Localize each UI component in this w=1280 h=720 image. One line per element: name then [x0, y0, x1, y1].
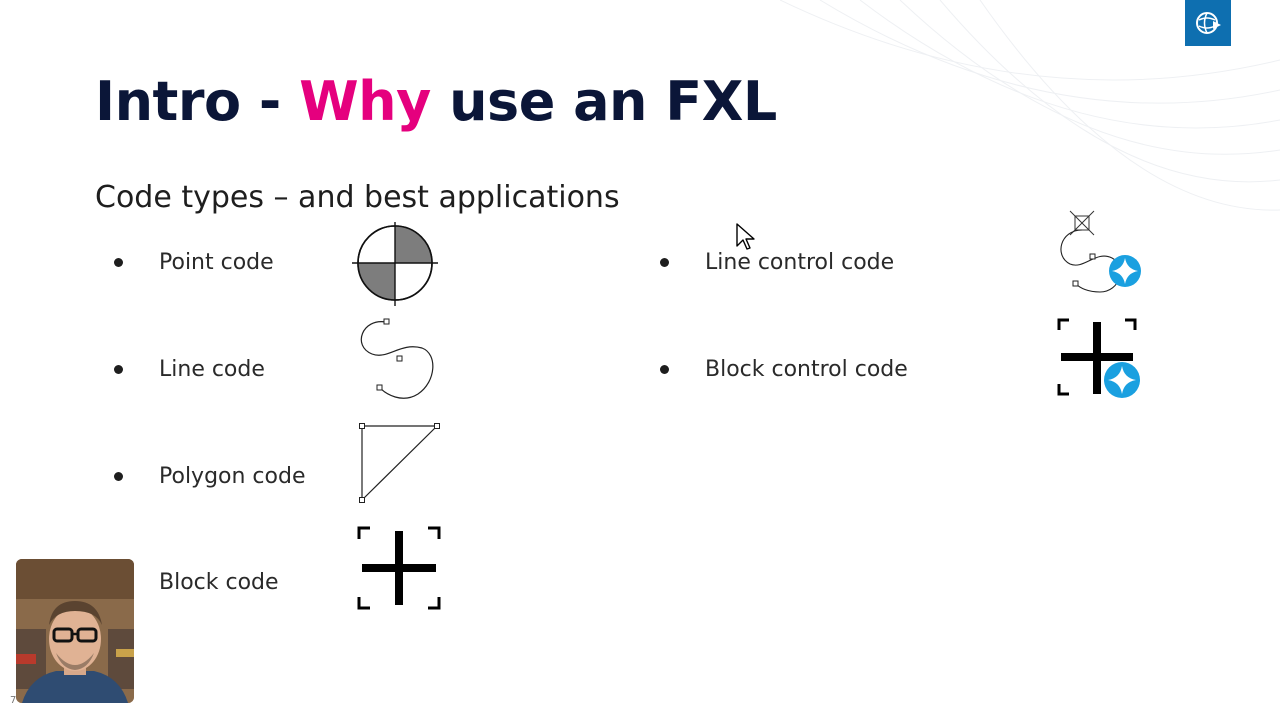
item-label: Polygon code — [159, 463, 306, 489]
line-control-symbol-icon — [1060, 210, 1141, 293]
list-item-line-control-code: Line control code — [660, 242, 894, 282]
list-item-block-code: Block code — [114, 562, 279, 602]
mouse-cursor-icon — [736, 223, 755, 250]
background-decoration — [780, 0, 1280, 211]
line-symbol-icon — [360, 318, 434, 399]
bullet-icon — [114, 364, 123, 374]
page-number: 7 — [10, 695, 17, 706]
list-item-line-code: Line code — [114, 349, 265, 389]
polygon-symbol-icon — [359, 423, 440, 503]
bullet-icon — [114, 257, 123, 267]
globe-logo-icon — [1196, 12, 1221, 34]
bullet-icon — [660, 364, 669, 374]
presenter-webcam — [16, 559, 134, 703]
item-label: Point code — [159, 249, 274, 275]
presenter-video-image — [16, 559, 134, 703]
item-label: Block code — [159, 569, 279, 595]
title-prefix: Intro - — [95, 70, 300, 133]
block-control-symbol-icon — [1057, 318, 1140, 398]
item-label: Line code — [159, 356, 265, 382]
block-symbol-icon — [357, 526, 441, 610]
item-label: Block control code — [705, 356, 908, 382]
title-accent: Why — [299, 70, 431, 133]
title-suffix: use an FXL — [430, 70, 777, 133]
list-item-polygon-code: Polygon code — [114, 456, 306, 496]
bullet-icon — [114, 471, 123, 481]
slide-subtitle: Code types – and best applications — [95, 180, 620, 215]
point-symbol-icon — [352, 222, 438, 306]
item-label: Line control code — [705, 249, 895, 275]
list-item-point-code: Point code — [114, 242, 274, 282]
slide-title: Intro - Why use an FXL — [95, 70, 777, 133]
list-item-block-control-code: Block control code — [660, 349, 908, 389]
bullet-icon — [660, 257, 669, 267]
company-logo — [1185, 0, 1231, 46]
